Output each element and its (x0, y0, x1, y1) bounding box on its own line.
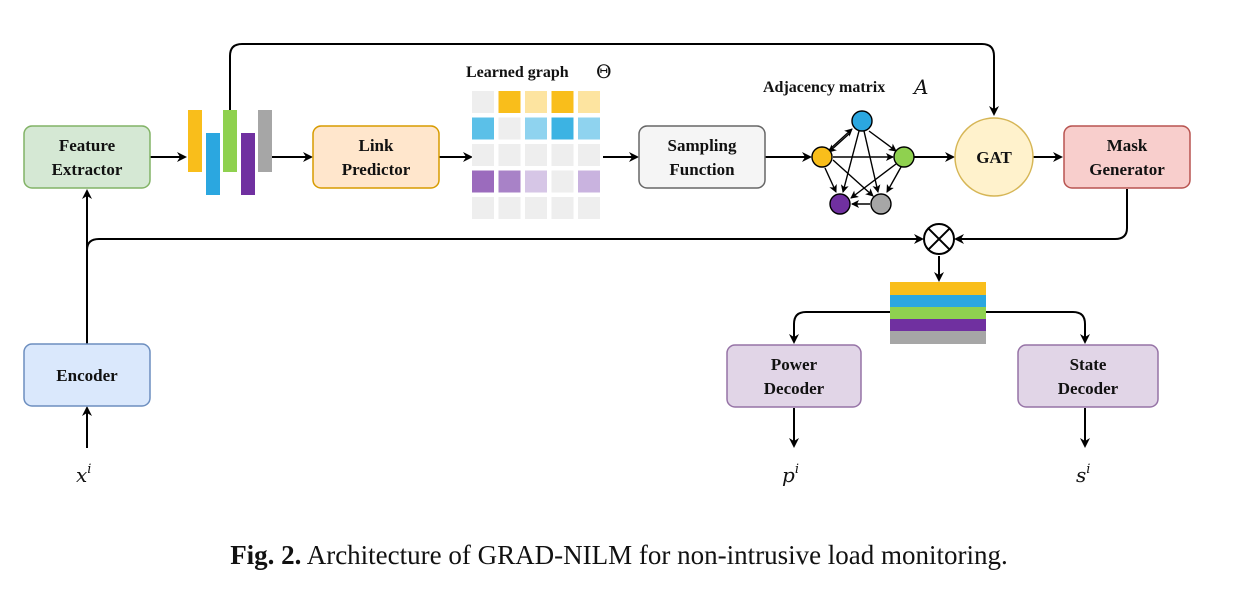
state-decoder-label-line2: Decoder (1058, 379, 1119, 398)
matrix-cell (551, 117, 574, 140)
matrix-cell (472, 170, 494, 193)
graph-node-green (893, 146, 915, 168)
embedding-bar-purple (241, 133, 255, 195)
matrix-cell (472, 144, 494, 166)
arrow-encoder-to-combine (86, 234, 924, 262)
state-output-label: si (1076, 462, 1090, 487)
matrix-cell (472, 117, 494, 140)
combine-operator (923, 223, 955, 255)
learned-graph-matrix (472, 91, 600, 219)
power-decoder-node: Power Decoder (726, 344, 862, 408)
matrix-cell (578, 197, 600, 219)
state-decoder-node: State Decoder (1017, 344, 1159, 408)
arrow-skip-embeddings-to-gat (229, 43, 999, 116)
stack-layer-gray (890, 331, 986, 344)
matrix-cell (578, 170, 600, 193)
power-output-label: pi (782, 462, 799, 487)
matrix-cell (498, 170, 521, 193)
input-x-label: xi (76, 462, 91, 487)
matrix-cell (472, 91, 494, 113)
figure-caption: Fig. 2. Architecture of GRAD-NILM for no… (0, 540, 1238, 571)
sampling-function-label-line2: Function (669, 160, 735, 179)
link-predictor-label-line2: Predictor (342, 160, 411, 179)
mask-generator-label-line1: Mask (1107, 136, 1148, 155)
graph-node-yellow (811, 146, 833, 168)
sampling-function-label-line1: Sampling (668, 136, 737, 155)
feature-embedding-bars (188, 110, 272, 195)
state-decoder-label-line1: State (1070, 355, 1107, 374)
matrix-cell (525, 170, 547, 193)
stack-layer-purple (890, 319, 986, 331)
masked-representation-stack (890, 282, 986, 344)
matrix-cell (578, 117, 600, 140)
arrow-mask-to-combine (954, 189, 1128, 244)
stack-layer-green (890, 307, 986, 319)
encoder-label: Encoder (56, 366, 118, 385)
matrix-cell (551, 197, 574, 219)
connectors (82, 43, 1128, 448)
gat-node: GAT (954, 117, 1034, 197)
theta-symbol: Θ (596, 61, 612, 83)
power-decoder-label-line2: Decoder (764, 379, 825, 398)
architecture-diagram: Feature Extractor Link Predictor Learned… (23, 43, 1191, 487)
feature-extractor-label-line2: Extractor (52, 160, 123, 179)
figure-number: Fig. 2. (230, 540, 302, 570)
matrix-cell (551, 91, 574, 113)
embedding-bar-green (223, 110, 237, 172)
embedding-bar-gray (258, 110, 272, 172)
matrix-cell (525, 144, 547, 166)
matrix-cell (578, 91, 600, 113)
mask-generator-node: Mask Generator (1063, 125, 1191, 189)
matrix-cell (498, 117, 521, 140)
matrix-cell (525, 117, 547, 140)
graph-node-blue (851, 110, 873, 132)
embedding-bar-blue (206, 133, 220, 195)
link-predictor-node: Link Predictor (312, 125, 440, 189)
feature-extractor-label-line1: Feature (59, 136, 116, 155)
arrow-representation-to-power-decoder (789, 311, 890, 344)
embedding-bar-yellow (188, 110, 202, 172)
matrix-cell (578, 144, 600, 166)
power-decoder-label-line1: Power (771, 355, 818, 374)
matrix-cell (551, 170, 574, 193)
matrix-cell (551, 144, 574, 166)
feature-extractor-node: Feature Extractor (23, 125, 151, 189)
graph-node-purple (829, 193, 851, 215)
adjacency-nodes (811, 110, 915, 215)
gat-label: GAT (976, 148, 1012, 167)
matrix-cell (498, 144, 521, 166)
adjacency-edges (824, 128, 902, 208)
sampling-function-node: Sampling Function (638, 125, 766, 189)
learned-graph-title: Learned graph (466, 64, 569, 81)
matrix-cell (498, 91, 521, 113)
adjacency-symbol: A (912, 75, 928, 99)
adjacency-matrix-title: Adjacency matrix (763, 79, 885, 96)
encoder-node: Encoder (23, 343, 151, 407)
graph-node-gray (870, 193, 892, 215)
stack-layer-yellow (890, 282, 986, 295)
matrix-cell (525, 197, 547, 219)
arrow-representation-to-state-decoder (986, 311, 1090, 344)
mask-generator-label-line2: Generator (1089, 160, 1165, 179)
matrix-cell (498, 197, 521, 219)
matrix-cell (525, 91, 547, 113)
stack-layer-blue (890, 295, 986, 307)
matrix-cell (472, 197, 494, 219)
caption-text: Architecture of GRAD-NILM for non-intrus… (301, 540, 1008, 570)
link-predictor-label-line1: Link (359, 136, 395, 155)
